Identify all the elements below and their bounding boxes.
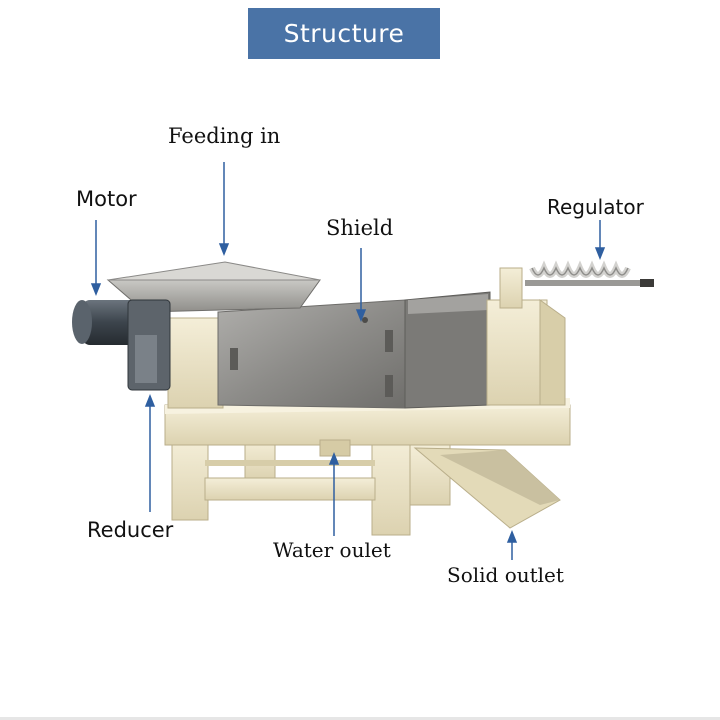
label-shield: Shield xyxy=(326,216,394,240)
base-frame xyxy=(164,398,571,536)
diagram-title: Structure xyxy=(248,8,440,59)
pointer-arrows xyxy=(90,162,606,560)
label-solid-outlet: Solid outlet xyxy=(447,563,564,587)
label-regulator: Regulator xyxy=(547,195,644,219)
motor-assembly xyxy=(72,299,171,391)
regulator-screw xyxy=(499,260,654,309)
bottom-border xyxy=(0,717,720,720)
label-feeding-in: Feeding in xyxy=(168,124,281,148)
label-reducer: Reducer xyxy=(87,518,174,542)
label-water-outlet: Water oulet xyxy=(273,538,391,562)
label-motor: Motor xyxy=(76,187,137,211)
press-body xyxy=(167,291,566,409)
